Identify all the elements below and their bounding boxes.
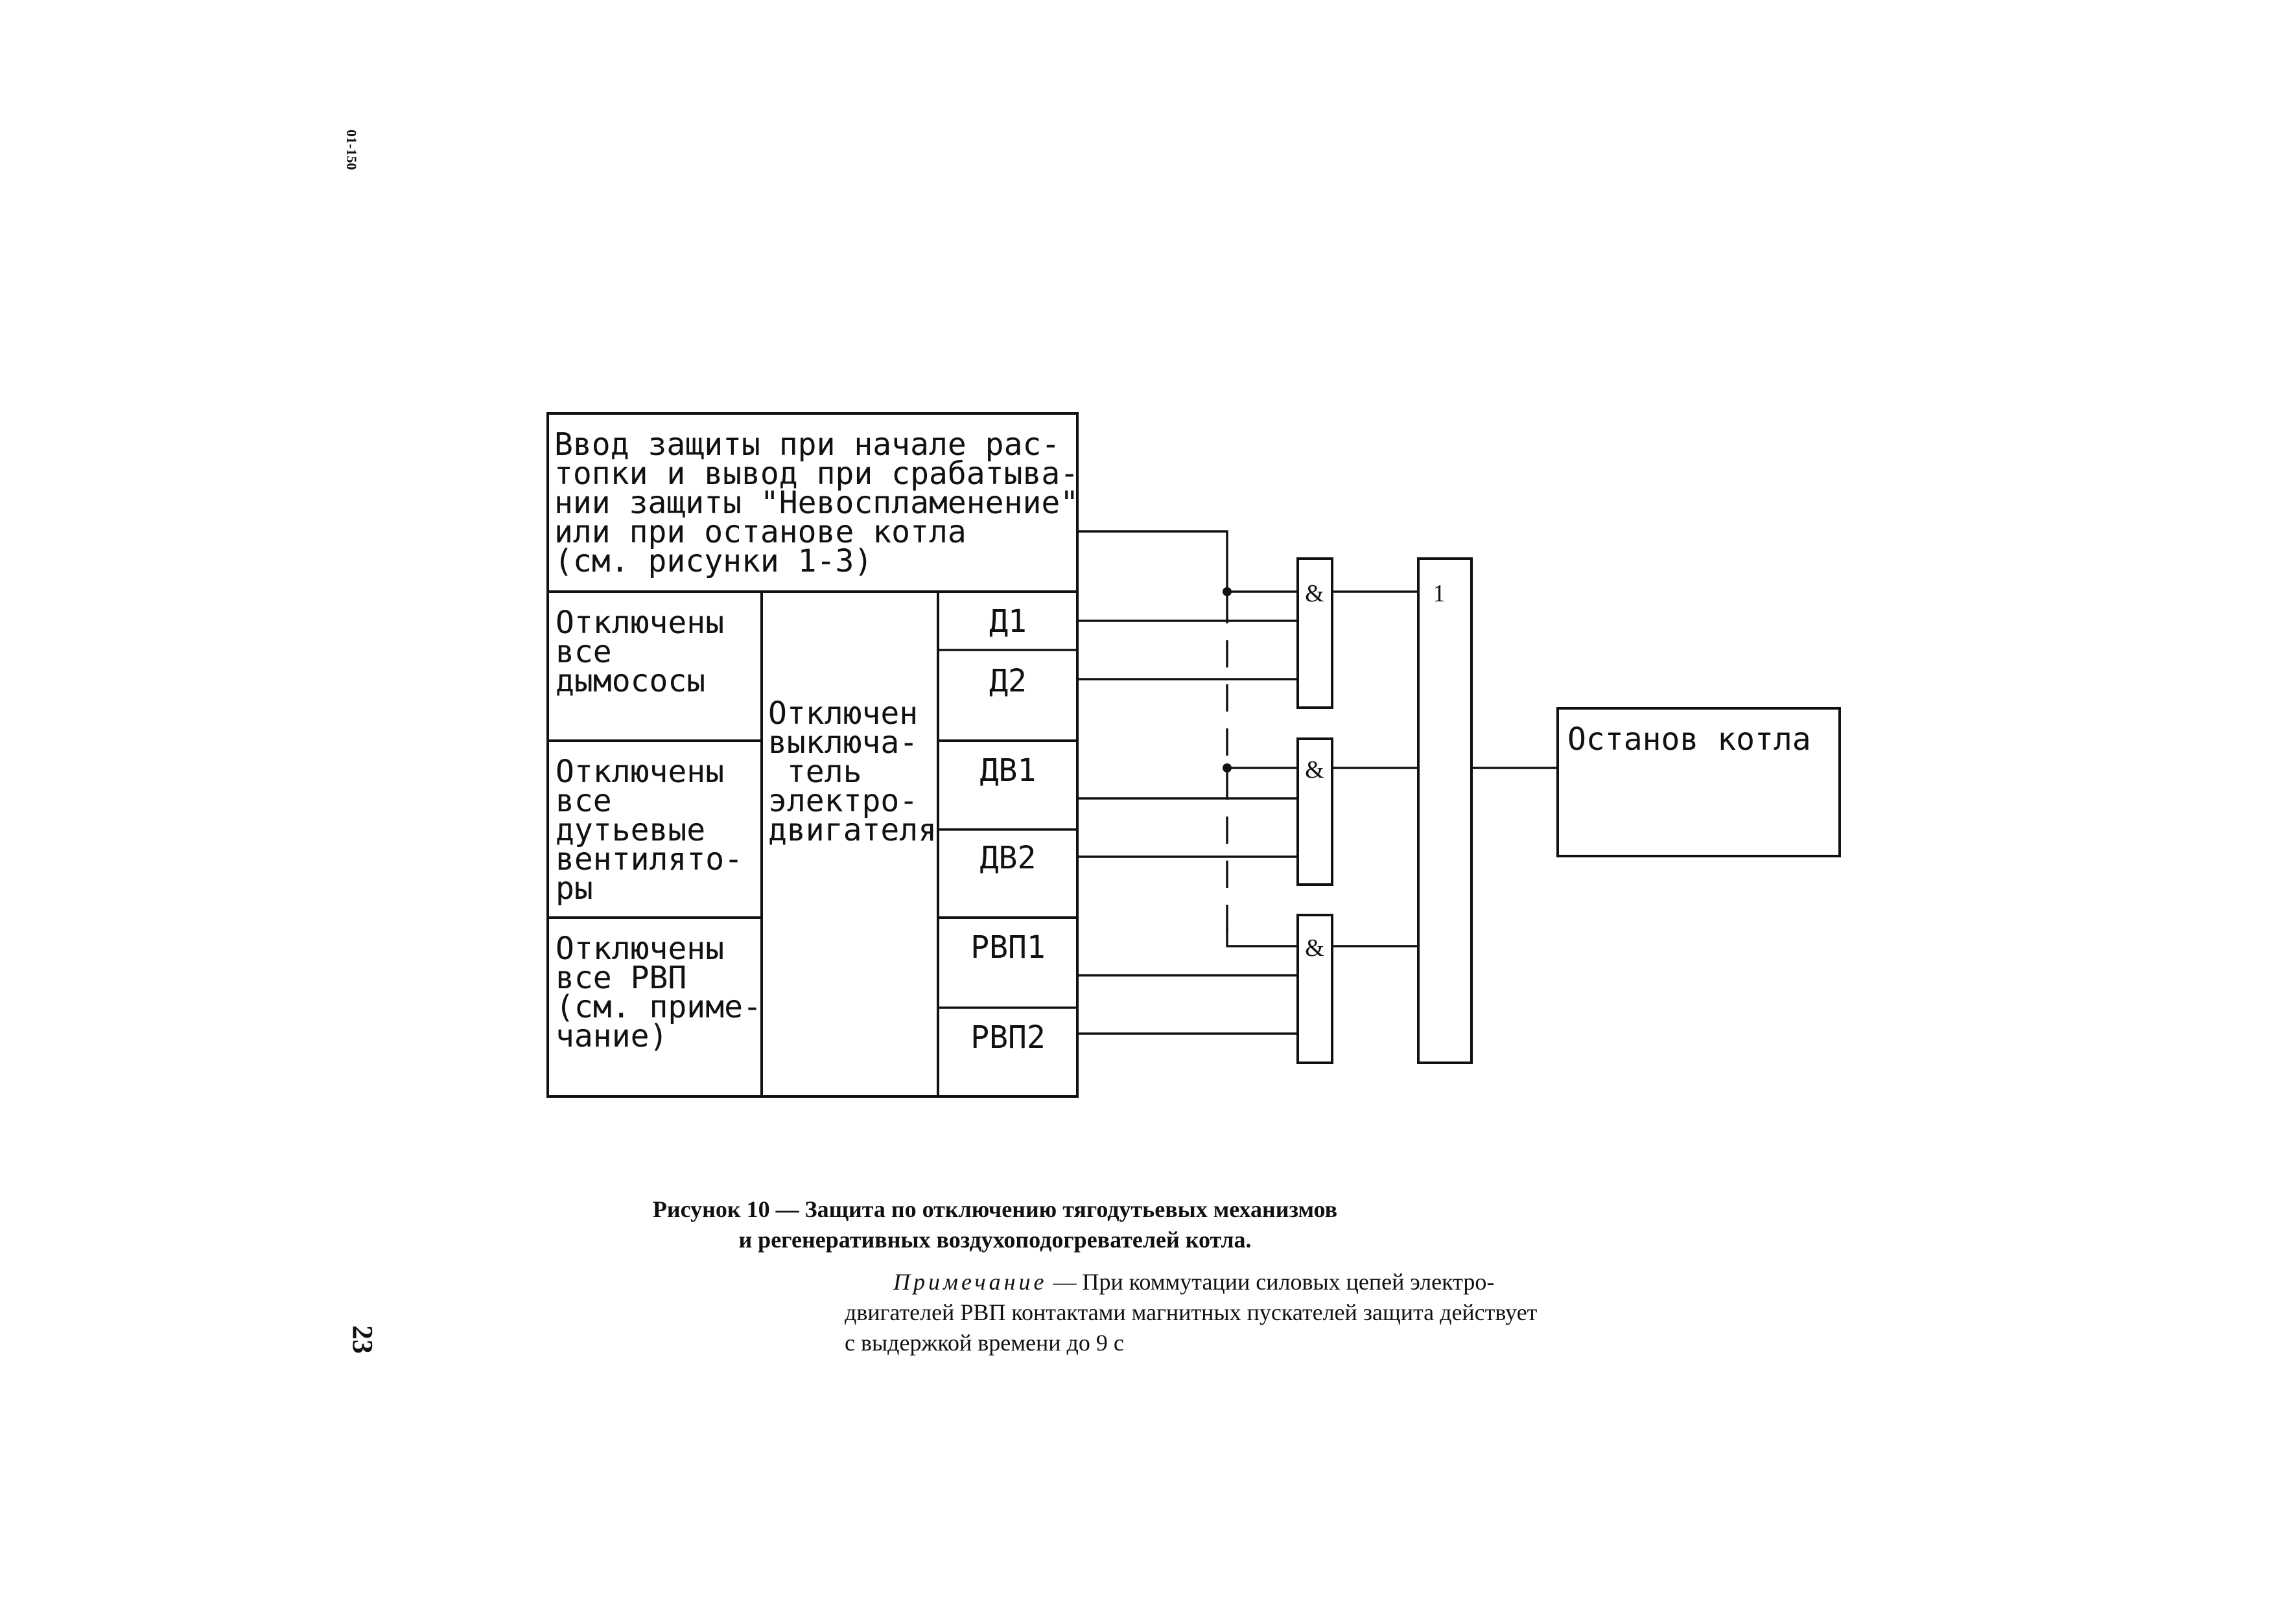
and-gate-2-symbol: & bbox=[1305, 756, 1324, 783]
group3-line-2: все РВП bbox=[556, 960, 686, 996]
page-number: 23 bbox=[347, 1325, 379, 1354]
mechanism-rvp1: РВП1 bbox=[970, 929, 1046, 966]
group1-line-1: Отключены bbox=[556, 605, 724, 641]
breaker-line-1: Отключен bbox=[768, 695, 918, 732]
note-line-2: двигателей РВП контактами магнитных пуск… bbox=[845, 1299, 1538, 1325]
enable-line bbox=[1077, 530, 1228, 592]
note-line-3: с выдержкой времени до 9 с bbox=[845, 1330, 1124, 1356]
junction-dot bbox=[1223, 587, 1232, 596]
mechanism-d2: Д2 bbox=[989, 663, 1027, 699]
mechanism-rvp2: РВП2 bbox=[970, 1019, 1046, 1056]
mechanism-column bbox=[937, 590, 1079, 1098]
figure-caption-line-2: и регенеративных воздухоподогревателей к… bbox=[738, 1227, 1251, 1253]
breaker-off-text: Отключен выключа- тель электро- двигател… bbox=[768, 695, 937, 848]
mechanism-dv2: ДВ2 bbox=[980, 840, 1037, 876]
and-gate-1-symbol: & bbox=[1305, 580, 1324, 607]
note-line-1: Примечание — При коммутации силовых цепе… bbox=[893, 1269, 1494, 1295]
and-gate-3-symbol: & bbox=[1305, 934, 1324, 962]
group3-line-3: (см. приме- bbox=[556, 989, 762, 1025]
group3-line-1: Отключены bbox=[556, 931, 724, 967]
figure-caption-line-1: Рисунок 10 — Защита по отключению тягоду… bbox=[653, 1196, 1337, 1222]
group1-line-3: дымососы bbox=[556, 663, 705, 699]
boiler-stop-label: Останов котла bbox=[1567, 721, 1811, 758]
junction-dot bbox=[1223, 763, 1232, 772]
group-label-rvp: Отключены все РВП (см. приме- чание) bbox=[556, 931, 762, 1054]
top-line-2: топки и вывод при срабатыва- bbox=[554, 456, 1079, 492]
or-gate bbox=[1417, 557, 1473, 1064]
note-text-1: При коммутации силовых цепей электро- bbox=[1083, 1269, 1495, 1295]
boiler-stop-box bbox=[1556, 707, 1841, 857]
note-label: Примечание bbox=[893, 1269, 1048, 1295]
enable-to-and3 bbox=[1226, 927, 1298, 947]
breaker-line-2: выключа- bbox=[768, 725, 918, 761]
breaker-line-3: тель bbox=[768, 754, 862, 790]
group2-line-2: все bbox=[556, 783, 612, 819]
top-line-5: (см. рисунки 1-3) bbox=[554, 543, 873, 579]
group3-line-4: чание) bbox=[556, 1018, 668, 1054]
and-gate-1 bbox=[1296, 557, 1333, 709]
top-line-1: Ввод защиты при начале рас- bbox=[554, 426, 1060, 463]
group2-line-5: ры bbox=[556, 870, 593, 907]
top-line-3: нии защиты "Невоспламенение" bbox=[554, 485, 1079, 521]
mechanism-d1: Д1 bbox=[989, 603, 1027, 640]
group2-line-1: Отключены bbox=[556, 754, 724, 790]
and-gate-2 bbox=[1296, 737, 1333, 886]
group-label-blower-fans: Отключены все дутьевые вентилято- ры bbox=[556, 754, 743, 907]
group1-line-2: все bbox=[556, 634, 612, 670]
or-gate-symbol: 1 bbox=[1433, 580, 1446, 607]
breaker-line-5: двигателя bbox=[768, 812, 937, 848]
group2-line-4: вентилято- bbox=[556, 841, 743, 877]
mechanism-dv1: ДВ1 bbox=[980, 752, 1037, 789]
breaker-line-4: электро- bbox=[768, 783, 918, 819]
top-line-4: или при останове котла bbox=[554, 514, 967, 550]
side-code: 01-150 bbox=[344, 130, 360, 170]
group2-line-3: дутьевые bbox=[556, 812, 705, 848]
group-label-smoke-exhausters: Отключены все дымососы bbox=[556, 605, 724, 699]
top-condition-text: Ввод защиты при начале рас- топки и выво… bbox=[554, 426, 1079, 579]
note-dash: — bbox=[1048, 1269, 1083, 1295]
and-gate-3 bbox=[1296, 914, 1333, 1064]
